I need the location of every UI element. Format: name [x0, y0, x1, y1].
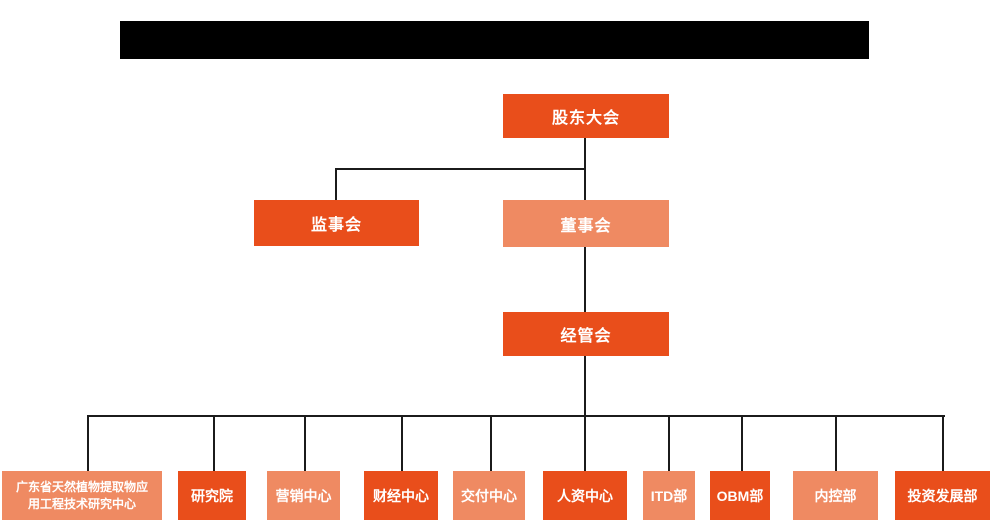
connector-drop-5: [490, 415, 492, 471]
node-dept-delivery-center: 交付中心: [453, 471, 525, 520]
connector-drop-9: [835, 415, 837, 471]
connector-supervisory-drop: [335, 168, 337, 200]
connector-drop-10: [942, 415, 944, 471]
node-dept-hr-center: 人资中心: [543, 471, 627, 520]
node-dept-research-center: 广东省天然植物提取物应用工程技术研究中心: [2, 471, 162, 520]
connector-drop-3: [304, 415, 306, 471]
connector-drop-7: [668, 415, 670, 471]
node-dept-internal-control: 内控部: [793, 471, 878, 520]
node-shareholders-meeting: 股东大会: [503, 94, 669, 138]
node-supervisory-board: 监事会: [254, 200, 419, 246]
node-dept-marketing-center: 营销中心: [267, 471, 340, 520]
node-dept-finance-center: 财经中心: [364, 471, 438, 520]
node-dept-obm: OBM部: [710, 471, 770, 520]
node-dept-investment-development: 投资发展部: [895, 471, 990, 520]
connector-drop-4: [401, 415, 403, 471]
node-board-of-directors: 董事会: [503, 200, 669, 247]
connector-drop-6: [584, 415, 586, 471]
node-dept-itd: ITD部: [643, 471, 695, 520]
node-management-committee: 经管会: [503, 312, 669, 356]
connector-drop-8: [741, 415, 743, 471]
connector-branch-top: [335, 168, 586, 170]
connector-branch-bottom: [87, 415, 945, 417]
connector-management-down: [584, 356, 586, 416]
redacted-title-bar: [120, 21, 869, 59]
connector-drop-1: [87, 415, 89, 471]
connector-drop-2: [213, 415, 215, 471]
node-dept-research-institute: 研究院: [178, 471, 246, 520]
connector-board-to-management: [584, 247, 586, 312]
